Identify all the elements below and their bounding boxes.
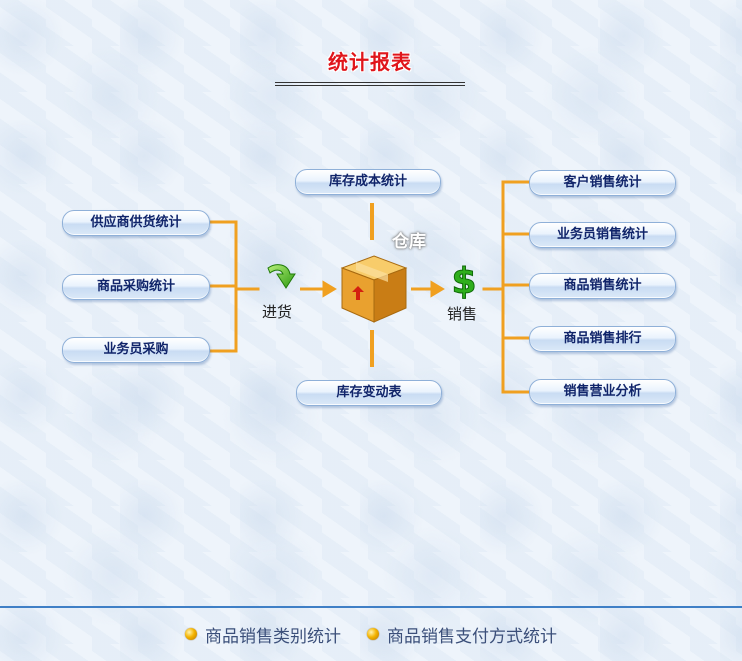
green-arrow-icon[interactable] xyxy=(262,260,298,296)
link-label: 商品销售支付方式统计 xyxy=(387,626,557,647)
link-label: 商品销售类别统计 xyxy=(205,626,341,647)
sales-label: 销售 xyxy=(447,305,478,323)
incoming-label: 进货 xyxy=(262,303,293,321)
footer-links: 商品销售类别统计 商品销售支付方式统计 xyxy=(0,622,742,647)
btn-customer-sales-stats[interactable]: 客户销售统计 xyxy=(529,170,676,196)
dollar-sign-icon[interactable]: $ xyxy=(446,259,482,300)
btn-sales-business-analysis[interactable]: 销售营业分析 xyxy=(529,379,676,405)
footer-divider xyxy=(0,606,742,608)
btn-salesperson-sales-stats[interactable]: 业务员销售统计 xyxy=(529,222,676,248)
btn-inventory-change-table[interactable]: 库存变动表 xyxy=(296,380,442,406)
warehouse-arrow-head xyxy=(430,280,445,298)
btn-supplier-supply-stats[interactable]: 供应商供货统计 xyxy=(62,210,210,236)
page-title: 统计报表 xyxy=(328,50,412,74)
title-underline-top xyxy=(275,82,465,83)
right-bracket xyxy=(501,180,531,394)
btn-inventory-cost-stats[interactable]: 库存成本统计 xyxy=(295,169,441,195)
box-icon[interactable] xyxy=(338,252,410,326)
svg-text:$: $ xyxy=(451,261,476,299)
title-underline-bottom xyxy=(275,85,465,86)
btn-product-sales-stats[interactable]: 商品销售统计 xyxy=(529,273,676,299)
warehouse-label: 仓库 xyxy=(392,232,426,252)
btn-salesperson-purchase[interactable]: 业务员采购 xyxy=(62,337,210,363)
incoming-arrow-head xyxy=(322,280,337,298)
orange-bullet-icon xyxy=(367,628,379,640)
btn-product-sales-ranking[interactable]: 商品销售排行 xyxy=(529,326,676,352)
link-product-sales-category-stats[interactable]: 商品销售类别统计 xyxy=(185,622,341,647)
orange-bullet-icon xyxy=(185,628,197,640)
btn-product-purchase-stats[interactable]: 商品采购统计 xyxy=(62,274,210,300)
link-product-sales-payment-stats[interactable]: 商品销售支付方式统计 xyxy=(367,622,557,647)
